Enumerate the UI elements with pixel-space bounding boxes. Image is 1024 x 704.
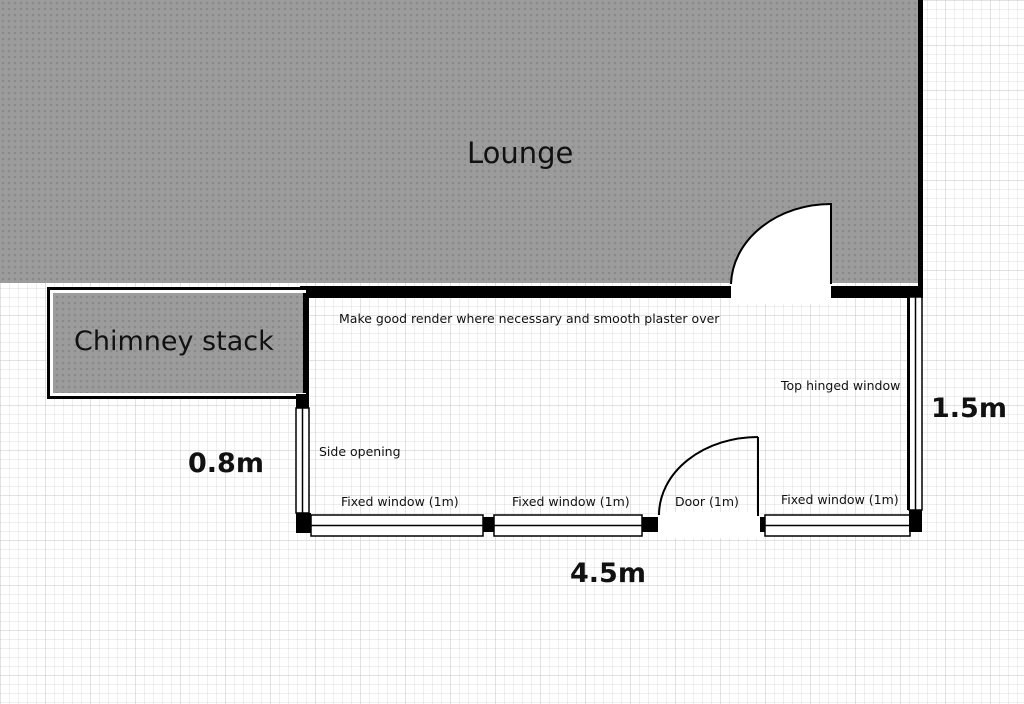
fixed-window-2	[493, 514, 643, 537]
top-hinged-window	[907, 296, 923, 511]
fixed-window-3	[764, 514, 911, 537]
fixed-window-3-label: Fixed window (1m)	[781, 492, 899, 507]
lounge-label: Lounge	[467, 136, 574, 170]
top-hinged-window-label: Top hinged window	[781, 378, 901, 393]
left-wall	[295, 394, 311, 533]
side-opening-label: Side opening	[319, 444, 401, 459]
chimney-label: Chimney stack	[74, 326, 274, 357]
lounge-door-swing	[730, 203, 832, 285]
lounge-doorway	[731, 284, 831, 304]
render-note: Make good render where necessary and smo…	[339, 311, 720, 326]
fixed-window-1	[310, 514, 484, 537]
front-doorway	[658, 512, 760, 538]
fixed-window-1-label: Fixed window (1m)	[341, 494, 459, 509]
top-wall	[300, 284, 923, 304]
side-dimension: 0.8m	[188, 448, 264, 479]
width-dimension: 4.5m	[570, 558, 646, 589]
door-label: Door (1m)	[675, 494, 739, 509]
side-opening-window	[295, 407, 310, 514]
fixed-window-2-label: Fixed window (1m)	[512, 494, 630, 509]
lounge-area	[0, 0, 923, 298]
front-door-swing	[658, 436, 759, 516]
bottom-wall	[310, 436, 922, 538]
lounge-right-wall	[918, 0, 923, 298]
depth-dimension: 1.5m	[931, 393, 1007, 424]
chimney-stack	[47, 287, 309, 399]
